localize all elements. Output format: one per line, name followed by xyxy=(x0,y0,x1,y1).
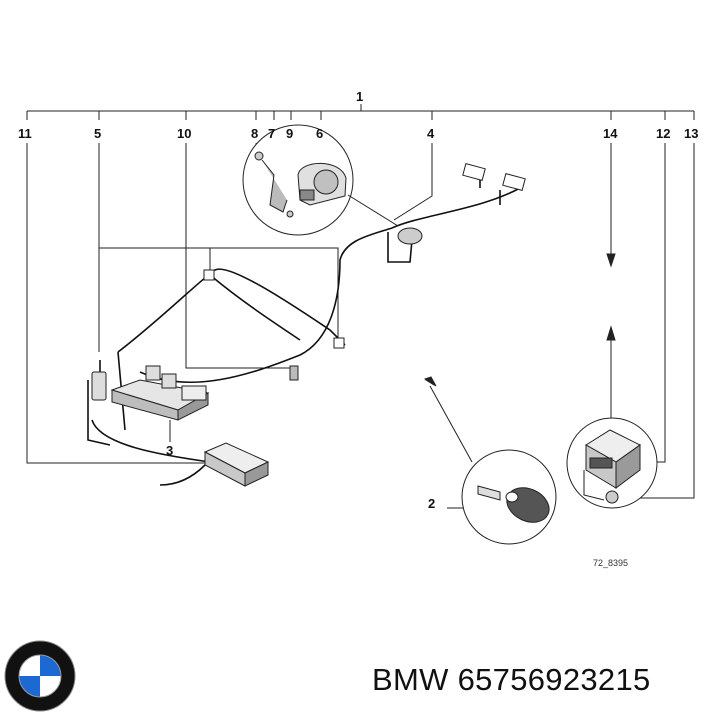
callout-6: 6 xyxy=(316,126,323,141)
bmw-logo xyxy=(4,640,76,712)
callout-7: 7 xyxy=(268,126,275,141)
part-title: BMW 65756923215 xyxy=(372,662,651,697)
callout-8: 8 xyxy=(251,126,258,141)
connector xyxy=(462,163,486,181)
detail-circle-key xyxy=(461,449,557,545)
wiring-harness xyxy=(87,168,521,486)
detail-circle-control-unit xyxy=(566,417,658,509)
detail-circle-bracket xyxy=(242,124,399,236)
callout-4: 4 xyxy=(427,126,435,141)
callout-11: 11 xyxy=(18,126,32,141)
antenna-module xyxy=(203,442,270,487)
callout-13: 13 xyxy=(684,126,698,141)
callout-2: 2 xyxy=(428,496,435,511)
diagram-reference-code: 72_8395 xyxy=(593,558,628,568)
leader-line-11 xyxy=(26,143,208,464)
callout-3: 3 xyxy=(166,443,173,458)
callout-5: 5 xyxy=(94,126,101,141)
callout-9: 9 xyxy=(286,126,293,141)
control-module xyxy=(91,365,210,421)
callout-10: 10 xyxy=(177,126,191,141)
callout-12: 12 xyxy=(656,126,670,141)
callout-1: 1 xyxy=(356,89,363,104)
callout-14: 14 xyxy=(603,126,618,141)
